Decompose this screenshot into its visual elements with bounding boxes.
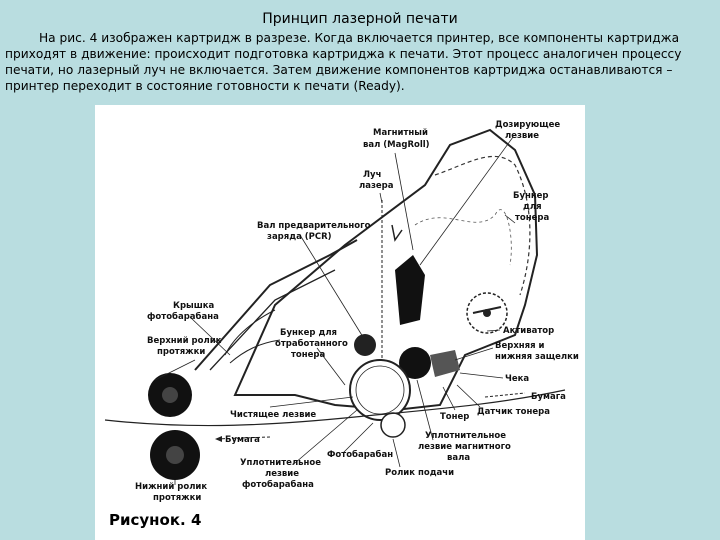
label-drum: Фотобарабан: [327, 449, 393, 460]
drum: [349, 359, 411, 421]
label-wiper-blade: Чистящее лезвие: [230, 410, 316, 420]
page-title: Принцип лазерной печати: [262, 11, 458, 27]
description-paragraph: На рис. 4 изображен картридж в разрезе. …: [5, 30, 717, 94]
paper-path: [104, 389, 566, 427]
label-toner: Тонер: [440, 412, 469, 422]
label-seal: Чека: [505, 374, 529, 384]
label-toner-sensor: Датчик тонера: [477, 407, 550, 417]
activator: [466, 292, 508, 334]
feed-roller: [380, 412, 406, 438]
label-activator: Активатор: [503, 326, 554, 336]
label-feed-roller: Ролик подачи: [385, 468, 454, 478]
pcr-roller: [354, 334, 376, 356]
drum-cover: [194, 239, 358, 371]
label-paper-left: Бумага: [225, 435, 260, 445]
figure-caption: Рисунок. 4: [109, 511, 201, 529]
toner-hopper-outline: [434, 155, 531, 296]
magnetic-roller: [399, 347, 431, 379]
doctor-blade-block: [395, 255, 425, 325]
paragraph-text: На рис. 4 изображен картридж в разрезе. …: [5, 31, 682, 93]
label-paper-right: Бумага: [531, 392, 566, 402]
